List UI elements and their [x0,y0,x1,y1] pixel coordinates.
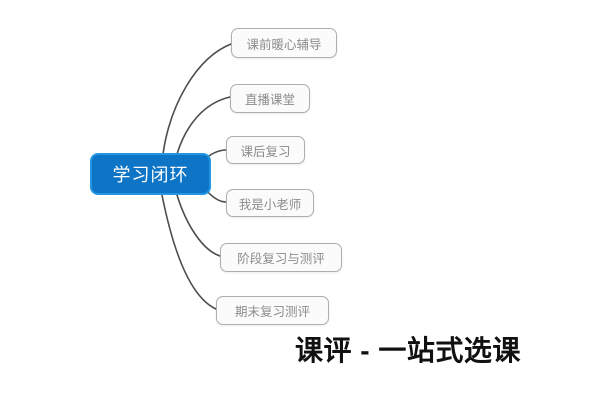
branch-node-label: 课后复习 [240,144,291,159]
mindmap-root-node[interactable]: 学习闭环 [90,153,211,195]
branch-node-label: 我是小老师 [238,197,302,212]
connector-root-to-branch-2 [176,96,231,155]
mindmap-branch-node-6[interactable]: 期末复习测评 [216,296,329,325]
root-node-label: 学习闭环 [112,165,189,185]
brand-caption: 课评 - 一站式选课 [295,335,521,366]
connector-root-to-branch-5 [176,194,221,257]
connector-root-to-branch-1 [162,43,232,155]
connector-root-to-branch-6 [161,194,217,310]
mindmap-branch-node-3[interactable]: 课后复习 [226,136,305,164]
branch-node-label: 期末复习测评 [234,305,310,319]
branch-node-label: 课前暖心辅导 [246,37,322,52]
mindmap-branch-node-1[interactable]: 课前暖心辅导 [231,28,337,58]
branch-node-label: 阶段复习与测评 [237,252,325,266]
mindmap-branch-node-2[interactable]: 直播课堂 [230,84,310,113]
branch-node-label: 直播课堂 [244,93,295,107]
mindmap-branch-node-4[interactable]: 我是小老师 [226,189,314,217]
mindmap-branch-node-5[interactable]: 阶段复习与测评 [220,243,342,272]
